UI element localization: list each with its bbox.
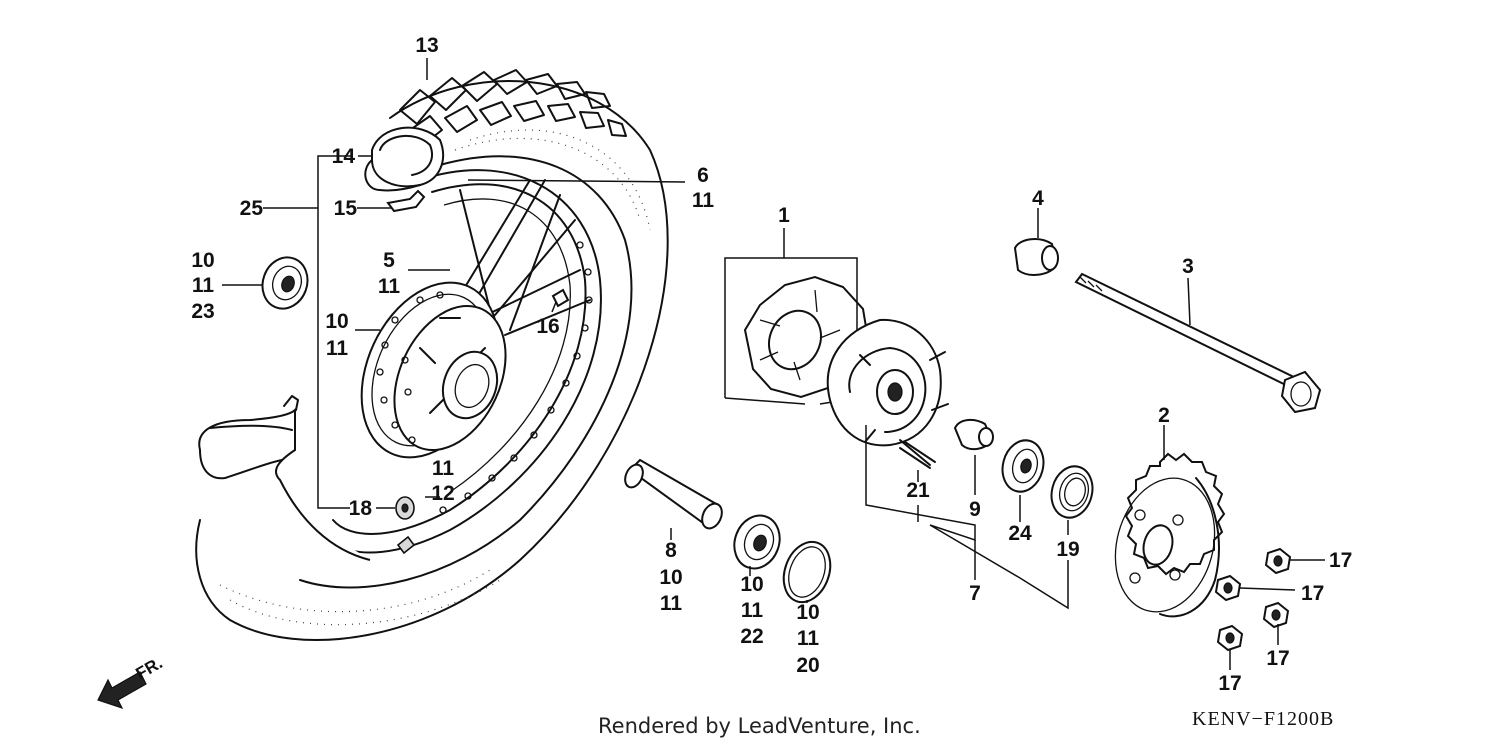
label-13: 13	[415, 34, 438, 57]
label-17c: 17	[1266, 647, 1289, 670]
rim-spoke-holes	[439, 241, 593, 514]
label-17d: 17	[1218, 672, 1241, 695]
valve-15	[386, 189, 426, 213]
label-10c: 23	[191, 300, 214, 323]
label-7: 7	[969, 582, 981, 605]
label-1: 1	[778, 204, 790, 227]
label-5: 5	[383, 249, 395, 272]
label-9: 9	[969, 498, 981, 521]
hub-holes	[376, 291, 444, 444]
o-ring-20	[782, 540, 832, 604]
rim-band	[198, 395, 371, 561]
tire-tread	[399, 69, 627, 145]
bearing-24	[1001, 439, 1045, 493]
collar-4	[1013, 238, 1059, 276]
label-4: 4	[1032, 187, 1044, 210]
distance-collar-8	[624, 458, 723, 530]
spoke-nipple-12	[396, 535, 416, 555]
axle-3	[1074, 272, 1322, 414]
label-11a: 11	[432, 457, 455, 480]
label-15: 15	[334, 197, 358, 220]
label-18: 18	[349, 497, 373, 520]
label-10d: 10	[325, 310, 348, 333]
credit-text: Rendered by LeadVenture, Inc.	[598, 714, 921, 738]
diagram-code: KENV−F1200B	[1192, 708, 1335, 730]
label-22c: 22	[740, 625, 763, 648]
label-25: 25	[240, 197, 264, 220]
wheel-hub	[360, 281, 507, 459]
label-19: 19	[1056, 538, 1079, 561]
label-22b: 11	[741, 599, 764, 622]
front-direction-arrow: FR.	[97, 653, 166, 710]
label-20b: 11	[797, 627, 820, 650]
label-24: 24	[1008, 522, 1032, 545]
label-6: 6	[697, 164, 709, 187]
inner-tube	[364, 126, 445, 192]
label-20c: 20	[796, 654, 819, 677]
label-12: 12	[431, 482, 454, 505]
oil-seal-19	[1050, 465, 1094, 519]
label-5b: 11	[378, 275, 401, 298]
collar-9	[953, 418, 994, 451]
label-10e: 11	[326, 337, 349, 360]
bearing-23	[261, 256, 309, 310]
label-10a: 10	[191, 249, 214, 272]
sprocket-2	[1114, 452, 1226, 618]
label-20a: 10	[796, 601, 819, 624]
label-21: 21	[906, 479, 930, 502]
label-10b: 11	[192, 274, 215, 297]
label-6b: 11	[692, 189, 715, 212]
label-22a: 10	[740, 573, 763, 596]
rim	[319, 169, 602, 554]
label-3: 3	[1182, 255, 1194, 278]
tire	[195, 69, 669, 641]
label-8c: 11	[660, 592, 683, 615]
label-17a: 17	[1329, 549, 1352, 572]
callout-labels: 13 14 6 11 25 15 1 4 10 11 23 5 11 3 16 …	[191, 34, 1352, 695]
nut-18	[395, 496, 415, 520]
label-8b: 10	[659, 566, 682, 589]
label-17b: 17	[1301, 582, 1324, 605]
label-16: 16	[536, 315, 559, 338]
final-driven-flange	[826, 318, 949, 466]
bearing-22	[733, 514, 781, 570]
label-14: 14	[332, 145, 356, 168]
label-2: 2	[1158, 404, 1170, 427]
leader-lines	[222, 58, 1325, 670]
label-8: 8	[665, 539, 677, 562]
stud-bolt-21	[899, 441, 936, 469]
nuts-17	[1214, 547, 1292, 652]
